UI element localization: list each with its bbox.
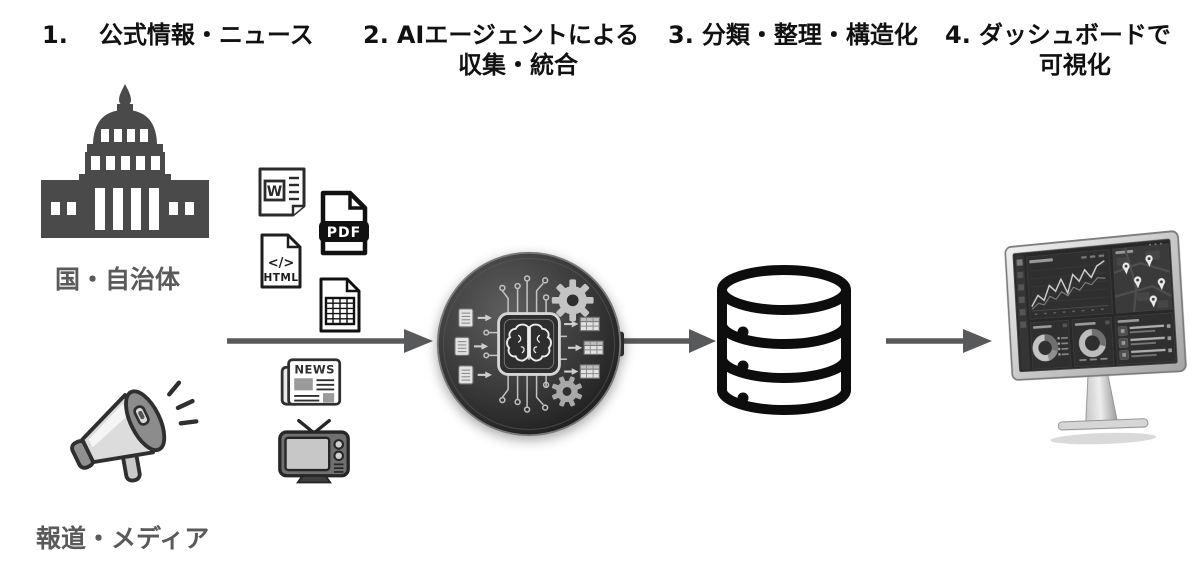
dashboard-monitor-icon <box>1002 227 1193 450</box>
step-1-number: 1. <box>42 21 68 49</box>
dashboard-donut-panel-2 <box>1072 317 1114 367</box>
circuit-traces <box>483 275 567 413</box>
ai-agent-icon <box>434 249 624 439</box>
dashboard-map-panel <box>1112 244 1172 313</box>
html-code-glyph: </> <box>268 256 295 271</box>
step-3-title: 分類・整理・構造化 <box>701 21 918 49</box>
html-label: HTML <box>263 272 298 284</box>
newspaper-icon: NEWS <box>275 356 345 408</box>
brain-chip-icon <box>497 312 561 376</box>
tv-icon <box>276 416 352 488</box>
step-2-title-line2: 収集・統合 <box>457 51 578 79</box>
step-1-title: 公式情報・ニュース <box>98 21 314 49</box>
gear-icon-top <box>551 279 594 322</box>
step-4-heading: 4. ダッシュボードで 可視化 <box>945 20 1171 80</box>
word-file-icon: W <box>256 166 308 218</box>
dashboard-list-panel <box>1115 313 1176 365</box>
step-4-number: 4. <box>945 21 971 49</box>
pdf-file-icon: PDF <box>316 189 372 257</box>
media-label: 報道・メディア <box>36 524 210 553</box>
pdf-label: PDF <box>327 225 361 241</box>
step-4-title-line1: ダッシュボードで <box>978 21 1171 49</box>
step-3-heading: 3. 分類・整理・構造化 <box>668 20 918 50</box>
dashboard-donut-panel-1 <box>1030 320 1071 369</box>
flow-arrow-1 <box>227 327 433 355</box>
step-2-heading: 2. AIエージェントによる 収集・統合 <box>363 20 639 80</box>
html-file-icon: </> HTML <box>258 232 304 290</box>
news-label: NEWS <box>294 363 335 377</box>
megaphone-icon <box>60 372 205 494</box>
flow-arrow-3 <box>886 327 992 355</box>
step-1-heading: 1. 公式情報・ニュース <box>42 20 314 50</box>
step-4-title-line2: 可視化 <box>1038 51 1111 79</box>
step-3-number: 3. <box>668 21 694 49</box>
flow-arrow-2 <box>620 327 716 355</box>
capitol-building-icon <box>37 82 213 244</box>
step-2-title-line1: AIエージェントによる <box>396 21 640 49</box>
spreadsheet-file-icon <box>317 276 363 334</box>
step-2-number: 2. <box>363 21 389 49</box>
word-letter: W <box>267 184 282 200</box>
database-icon <box>714 264 854 416</box>
government-label: 国・自治体 <box>55 265 181 294</box>
dashboard-line-chart-panel <box>1026 249 1112 319</box>
